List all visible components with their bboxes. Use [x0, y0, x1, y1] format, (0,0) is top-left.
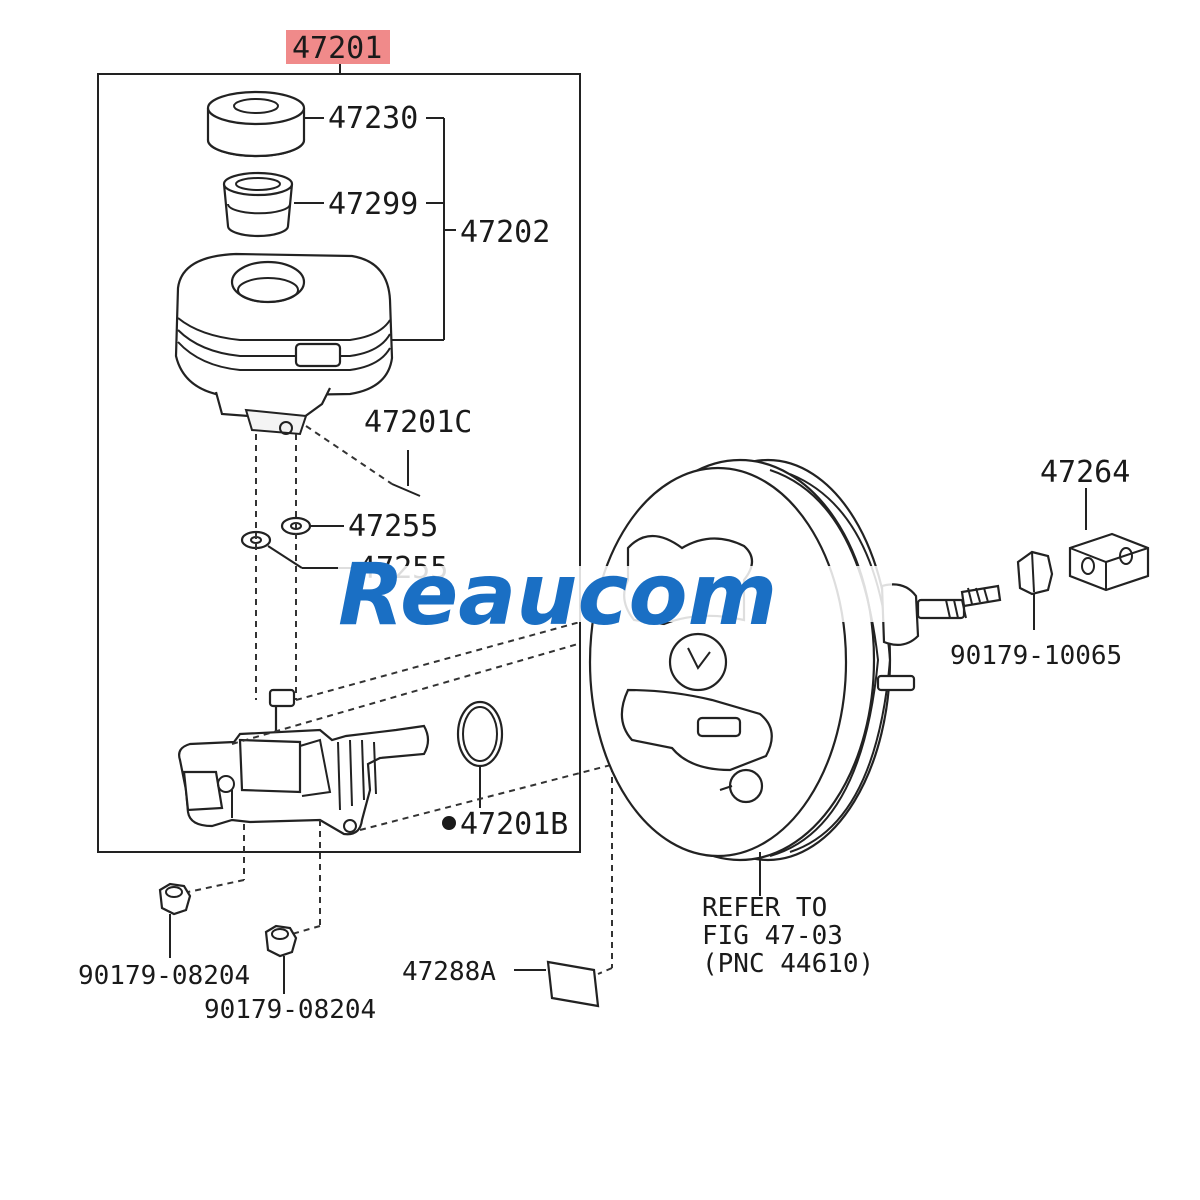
clevis[interactable] [1068, 532, 1150, 592]
main-assembly-label[interactable]: 47201 [292, 31, 382, 66]
reservoir-tank[interactable] [174, 252, 394, 436]
gasket-label[interactable]: 47288A [402, 957, 496, 987]
main-assembly-highlight [286, 30, 390, 64]
gasket[interactable] [546, 960, 600, 1008]
reservoir-cap[interactable] [206, 90, 306, 158]
pin-label[interactable]: 47201C [364, 405, 472, 440]
o-ring-label[interactable]: 47201B [460, 807, 568, 842]
booster-pushrod[interactable] [876, 583, 1002, 692]
cap-label[interactable]: 47230 [328, 101, 418, 136]
nut-1-label[interactable]: 90179-08204 [78, 961, 250, 991]
nut-1[interactable] [158, 882, 192, 916]
assembly-frame [97, 64, 581, 853]
clevis-nut-label[interactable]: 90179-10065 [950, 641, 1122, 671]
brake-booster[interactable] [588, 458, 892, 862]
reservoir-pin[interactable] [305, 425, 421, 497]
clevis-label[interactable]: 47264 [1040, 455, 1130, 490]
nut-2[interactable] [264, 924, 298, 958]
clevis-nut[interactable] [1016, 550, 1054, 596]
o-ring[interactable] [456, 700, 504, 768]
filled-circle-icon [442, 816, 456, 830]
grommet-upper-label[interactable]: 47255 [348, 509, 438, 544]
strainer-label[interactable]: 47299 [328, 187, 418, 222]
booster-note-line-1: REFER TO [702, 893, 827, 923]
master-cylinder[interactable] [178, 688, 430, 836]
reservoir-strainer[interactable] [222, 171, 294, 238]
booster-note-line-2: FIG 47-03 [702, 921, 843, 951]
booster-note-line-3: (PNC 44610) [702, 949, 874, 979]
watermark: Reaucom [338, 545, 892, 645]
reservoir-group-bracket [378, 117, 456, 341]
reservoir-label[interactable]: 47202 [460, 215, 550, 250]
nut-2-label[interactable]: 90179-08204 [204, 995, 376, 1025]
watermark-text: Reaucom [338, 545, 777, 645]
